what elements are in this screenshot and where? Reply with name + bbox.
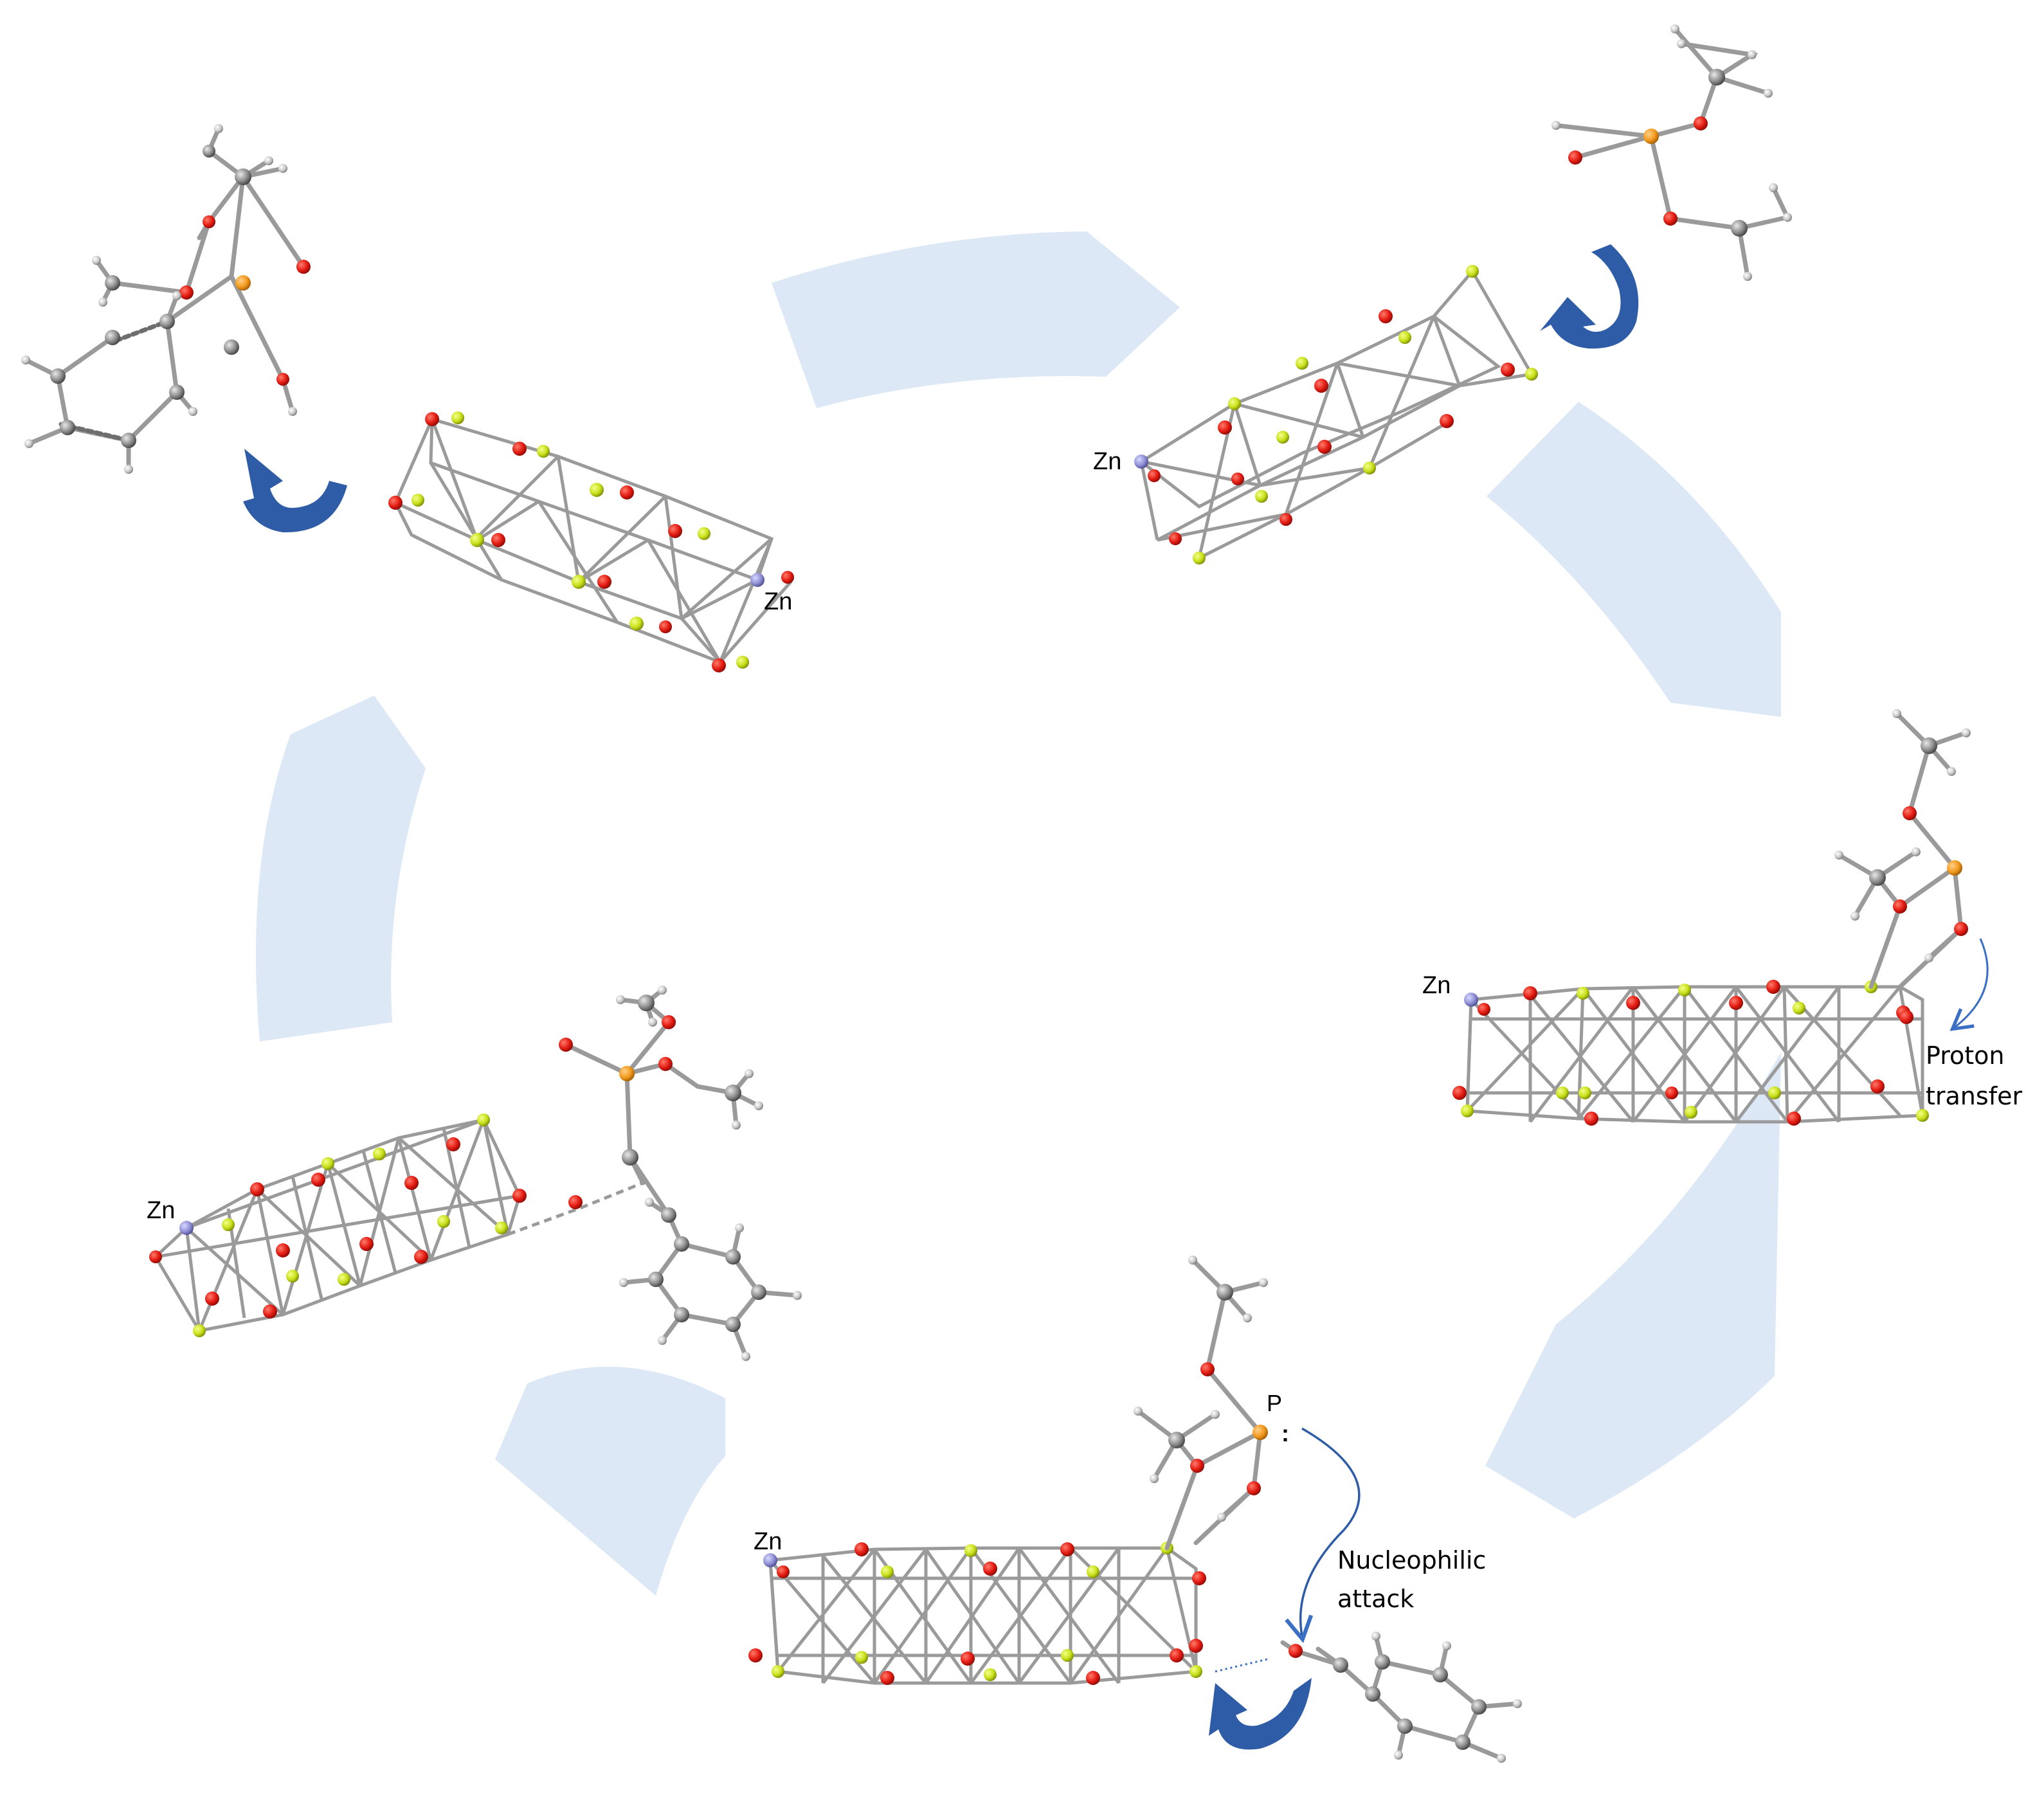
nucleophilic-attack-arrow xyxy=(1285,1427,1361,1643)
boron-cluster-middle-right xyxy=(1465,985,1924,1124)
rotate-arrows xyxy=(243,244,1639,1750)
atoms-middle-left-cage xyxy=(149,1113,527,1337)
atoms-adduct-bottom xyxy=(1134,1256,1522,1763)
cycle-arrow-right-upper-icon xyxy=(1487,402,1781,717)
phosphite-adduct-bottom xyxy=(1135,1257,1520,1761)
atoms-adduct-middle-right xyxy=(1834,709,1971,1024)
cycle-arrow-bottom-icon xyxy=(495,1366,725,1596)
rotate-arrow-top-left-icon xyxy=(243,449,347,533)
rotate-arrow-top-right-icon xyxy=(1540,244,1639,349)
atoms-product-top-left xyxy=(21,124,311,474)
proton-transfer-arrow xyxy=(1949,938,1989,1031)
zn-label-top-right: Zn xyxy=(1093,448,1121,475)
boron-cluster-top-right xyxy=(1138,270,1533,560)
lone-pair-label: : xyxy=(1281,1420,1289,1446)
proton-transfer-label-2: transfer xyxy=(1926,1082,2022,1110)
cycle-arrow-left-icon xyxy=(256,696,426,1041)
atoms-top-left-cage xyxy=(388,411,794,672)
zn-label-bottom: Zn xyxy=(754,1528,782,1555)
zn-label-middle-left: Zn xyxy=(147,1197,175,1224)
product-molecule-top-left xyxy=(23,126,306,472)
atoms-middle-right-cage xyxy=(1452,980,1929,1126)
atoms-bottom-cage xyxy=(748,1542,1206,1685)
zn-label-middle-right: Zn xyxy=(1422,972,1451,999)
phosphite-molecule-top-right xyxy=(1553,26,1791,279)
nucleophilic-attack-label-2: attack xyxy=(1337,1585,1414,1613)
cycle-arrows xyxy=(256,231,1781,1596)
phosphite-adduct-middle-right xyxy=(1836,711,1969,989)
atoms-top-right-cage xyxy=(1134,265,1538,564)
atoms-substrate-middle-left xyxy=(559,986,802,1361)
hydrogen-bond-dotted xyxy=(1215,1657,1271,1673)
cycle-arrow-right-lower-icon xyxy=(1485,1052,1781,1518)
rotate-arrow-bottom-icon xyxy=(1209,1678,1312,1750)
cycle-arrow-top-icon xyxy=(772,231,1180,408)
proton-transfer-label-1: Proton xyxy=(1926,1041,2005,1070)
boron-cluster-bottom xyxy=(768,1546,1198,1685)
substrate-molecule-middle-left xyxy=(563,987,800,1359)
zn-label-top-left: Zn xyxy=(764,588,792,615)
boron-cluster-top-left xyxy=(392,417,792,664)
atoms-phosphite-top-right xyxy=(1551,24,1792,281)
p-label-bottom: P xyxy=(1267,1390,1282,1416)
nucleophilic-attack-label-1: Nucleophilic xyxy=(1337,1546,1486,1574)
